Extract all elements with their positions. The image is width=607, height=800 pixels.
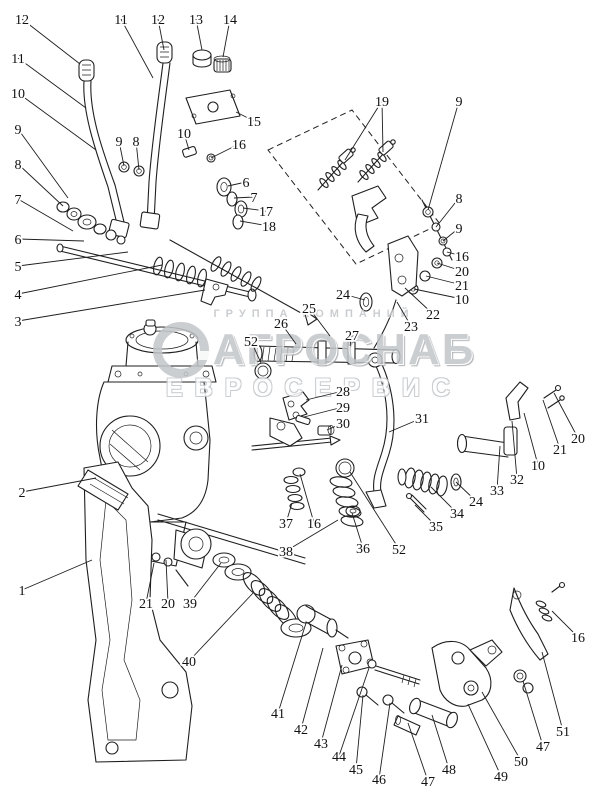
- small-links: [269, 391, 335, 447]
- spring-stack: [212, 552, 312, 638]
- right-bracket-cluster: [359, 199, 453, 349]
- right-shaft-assembly: [450, 381, 565, 491]
- plunger-group: [296, 604, 375, 675]
- sensor-rods: [317, 139, 396, 253]
- vertical-springs: [283, 458, 364, 527]
- shift-levers: [78, 41, 173, 239]
- mount-plate: [185, 89, 241, 125]
- left-washer-cluster: [56, 146, 248, 245]
- spring-34: [397, 467, 448, 513]
- horizontal-shaft: [253, 340, 401, 380]
- right-lever-51: [509, 581, 566, 661]
- detonator-box: [267, 109, 441, 265]
- roller-bracket-group: [409, 639, 534, 729]
- knobs-and-cap: [192, 49, 232, 73]
- bottom-plate-bolts: [356, 659, 421, 736]
- main-lever: [345, 352, 395, 517]
